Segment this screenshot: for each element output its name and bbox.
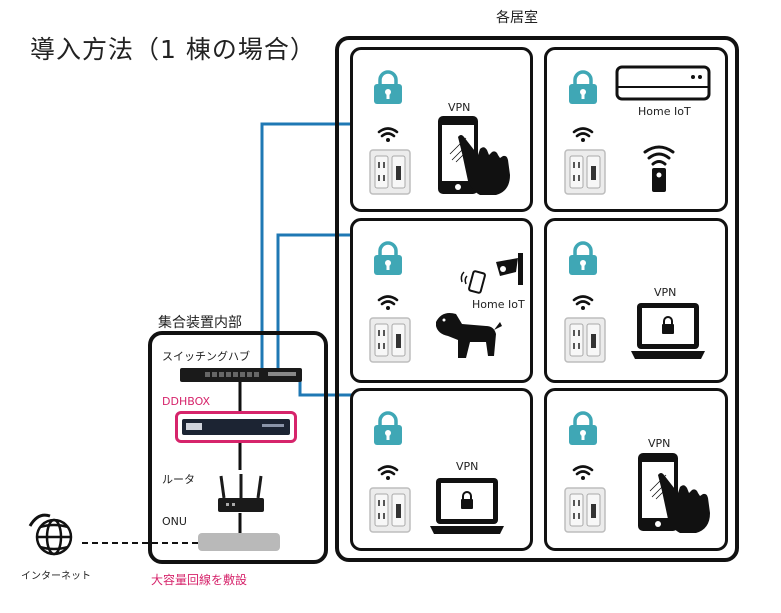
room-1-device-label: VPN xyxy=(448,101,471,114)
room-2-device-label: Home IoT xyxy=(638,105,691,118)
cable-note: 大容量回線を敷設 xyxy=(151,573,248,587)
switching-hub-icon xyxy=(180,368,302,382)
switching-hub-label: スイッチングハブ xyxy=(162,350,250,363)
remote-wifi-icon xyxy=(643,145,675,166)
room-3-device-label: Home IoT xyxy=(472,298,525,311)
ddhbox-device-icon xyxy=(182,419,290,435)
air-conditioner-icon xyxy=(615,65,711,101)
ddhbox-highlight xyxy=(175,411,297,443)
globe-icon xyxy=(28,513,73,556)
security-camera-icon xyxy=(496,253,523,285)
ddhbox-label: DDHBOX xyxy=(162,395,211,408)
room-5-device-label: VPN xyxy=(456,460,479,473)
laptop-icon xyxy=(630,302,706,360)
page-title: 導入方法（1 棟の場合） xyxy=(30,35,316,64)
router-icon xyxy=(218,474,264,512)
mobile-signal-icon xyxy=(460,270,486,294)
internet-label: インターネット xyxy=(21,571,91,582)
room-4-device-label: VPN xyxy=(654,286,677,299)
onu-label: ONU xyxy=(162,515,187,528)
hub-section-label: 集合装置内部 xyxy=(158,315,242,331)
hub-frame xyxy=(148,331,328,564)
building-frame xyxy=(335,36,739,562)
laptop-icon xyxy=(429,477,505,535)
remote-control-icon xyxy=(652,168,666,192)
router-label: ルータ xyxy=(162,473,195,486)
building-label: 各居室 xyxy=(496,10,538,26)
dog-icon xyxy=(436,313,502,358)
room-6-device-label: VPN xyxy=(648,437,671,450)
onu-device-icon xyxy=(198,533,280,551)
